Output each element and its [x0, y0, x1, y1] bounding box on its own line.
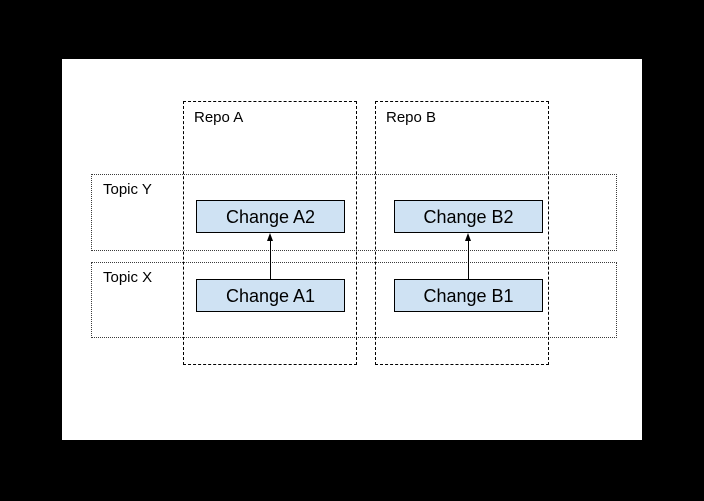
- change-b1-label: Change B1: [423, 285, 514, 306]
- repo-b-label: Repo B: [386, 109, 437, 126]
- change-b1-box: Change B1: [394, 279, 543, 312]
- change-a2-label: Change A2: [225, 206, 316, 227]
- change-b2-box: Change B2: [394, 200, 543, 233]
- repo-a-label: Repo A: [194, 109, 244, 126]
- change-a2-box: Change A2: [196, 200, 345, 233]
- arrowhead-up-icon: [465, 233, 471, 241]
- topic-x-row: Topic X: [91, 262, 617, 338]
- arrow-b1-to-b2: [465, 233, 472, 279]
- change-b2-label: Change B2: [423, 206, 514, 227]
- topic-y-row: Topic Y: [91, 174, 617, 251]
- topic-y-label: Topic Y: [103, 181, 152, 198]
- topic-x-label: Topic X: [103, 269, 153, 286]
- change-a1-label: Change A1: [225, 285, 316, 306]
- arrowhead-up-icon: [267, 233, 273, 241]
- change-a1-box: Change A1: [196, 279, 345, 312]
- arrow-shaft: [467, 238, 470, 279]
- repo-a-container: Repo A: [183, 101, 357, 365]
- diagram-canvas: Topic Y Topic X Repo A Repo B Change A2 …: [62, 59, 642, 440]
- arrow-a1-to-a2: [267, 233, 274, 279]
- repo-b-container: Repo B: [375, 101, 549, 365]
- arrow-shaft: [269, 238, 272, 279]
